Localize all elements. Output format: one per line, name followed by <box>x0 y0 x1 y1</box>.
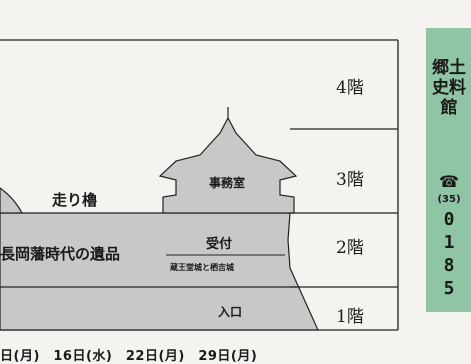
closure-dates-line: 日(月) 16日(水) 22日(月) 29日(月) <box>0 349 258 364</box>
phone-block: ☎ (35) 0185 <box>430 172 468 300</box>
floor-label-3f: 3階 <box>336 170 364 190</box>
reception-label: 受付 <box>206 237 233 252</box>
hashiri-yagura-label: 走り櫓 <box>52 191 98 209</box>
museum-side-tab <box>426 28 471 312</box>
entrance-label: 入口 <box>218 305 243 319</box>
relics-exhibit-label: 長岡藩時代の遺品 <box>0 245 121 263</box>
floor-label-4f: 4階 <box>336 78 364 98</box>
floor-label-1f: 1階 <box>336 307 364 327</box>
phone-icon: ☎ <box>439 172 459 191</box>
left-wall-curve <box>0 187 24 214</box>
building-lower-floors <box>0 212 319 331</box>
castle-exhibit-label: 蔵王堂城と栖吉城 <box>170 263 234 272</box>
phone-number: 0185 <box>443 209 455 299</box>
museum-name-vertical: 郷土史料館 <box>432 58 466 118</box>
floor-label-2f: 2階 <box>336 238 364 258</box>
phone-area-code: (35) <box>437 194 461 205</box>
tower-outline <box>158 116 298 214</box>
office-label: 事務室 <box>209 176 246 190</box>
